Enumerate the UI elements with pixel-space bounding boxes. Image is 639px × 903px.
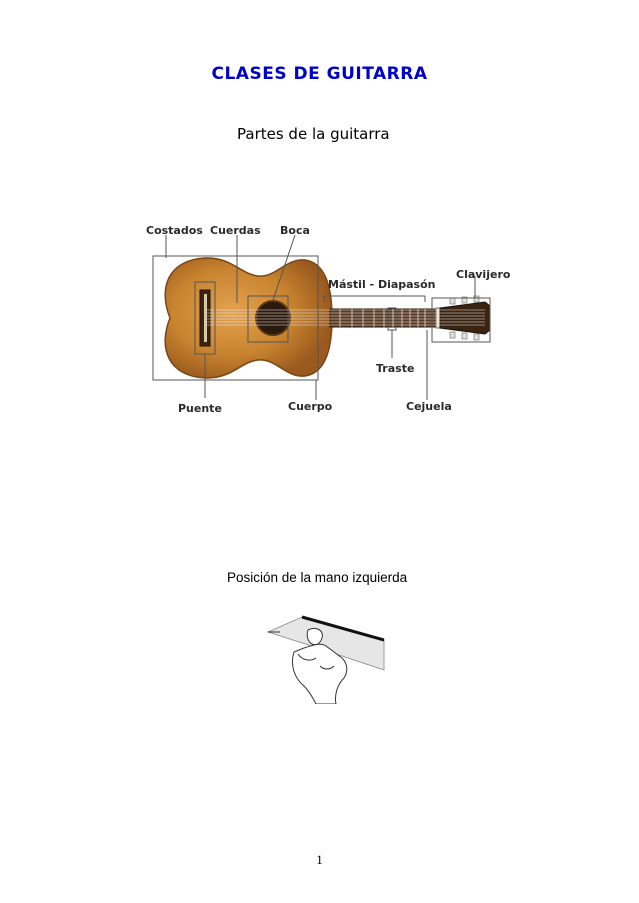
soundhole bbox=[255, 300, 291, 336]
section-heading: Partes de la guitarra bbox=[237, 125, 390, 143]
label-traste: Traste bbox=[376, 362, 414, 375]
hand-position-caption: Posición de la mano izquierda bbox=[227, 570, 408, 585]
label-boca: Boca bbox=[280, 224, 310, 237]
guitar-diagram-svg: Costados Cuerdas Boca Mástil - Diapasón … bbox=[146, 224, 511, 415]
label-boxes bbox=[152, 255, 491, 381]
tuning-pegs bbox=[449, 295, 480, 341]
label-costados: Costados bbox=[146, 224, 203, 237]
page-number: 1 bbox=[316, 852, 323, 867]
hand-outline bbox=[291, 627, 348, 705]
leader-lines bbox=[165, 234, 476, 400]
frets bbox=[339, 309, 433, 327]
guitar-body bbox=[164, 257, 333, 379]
label-puente: Puente bbox=[178, 402, 222, 415]
label-cuerdas: Cuerdas bbox=[210, 224, 261, 237]
guitar-parts-diagram: Costados Cuerdas Boca Mástil - Diapasón … bbox=[140, 218, 520, 418]
document-title: CLASES DE GUITARRA bbox=[211, 64, 428, 84]
strings bbox=[207, 309, 485, 326]
left-hand-illustration bbox=[264, 612, 394, 705]
saddle bbox=[204, 294, 207, 342]
label-mastil: Mástil - Diapasón bbox=[328, 278, 436, 291]
label-clavijero: Clavijero bbox=[456, 268, 511, 281]
headstock bbox=[439, 301, 491, 335]
label-cuerpo: Cuerpo bbox=[288, 400, 333, 413]
hand-svg bbox=[266, 615, 385, 705]
label-cejuela: Cejuela bbox=[406, 400, 452, 413]
fretboard-edge bbox=[301, 615, 385, 642]
